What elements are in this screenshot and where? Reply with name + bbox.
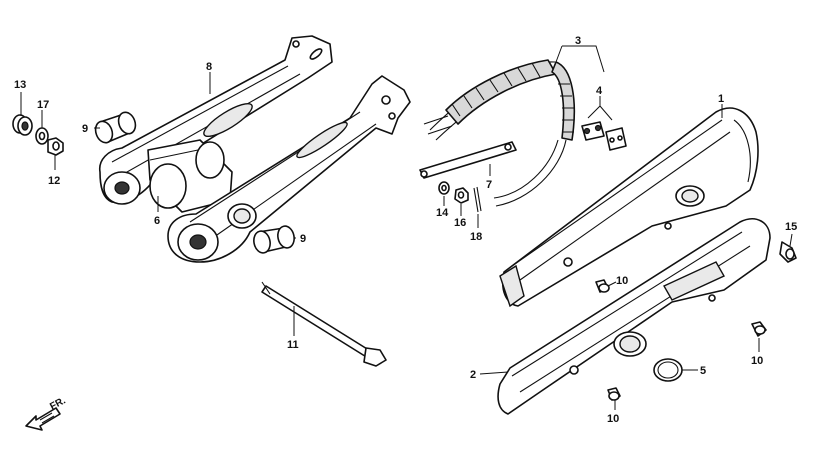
bolt-10-upper [595,279,610,293]
front-direction-indicator: FR. [25,395,68,431]
callout-10-lower: 10 [607,413,619,425]
callout-6: 6 [154,215,160,227]
callout-4: 4 [596,85,603,97]
bushing-lower [253,225,295,254]
master-link [581,121,627,151]
arrow-down-left-icon [25,407,61,431]
front-label: FR. [48,395,68,412]
leader-lines [20,45,793,410]
callout-18: 18 [470,231,482,243]
swingarm [98,35,411,263]
washer-17 [35,127,49,145]
chain-case-lower [497,218,771,415]
chain-case-upper [499,107,759,308]
bolt-10-lower [607,387,621,401]
callout-15: 15 [785,221,797,233]
cap-13 [12,114,33,136]
cotter-pin-18 [473,186,482,213]
pivot-bolt-11 [261,281,387,367]
callout-5: 5 [700,365,706,377]
callout-8: 8 [206,61,212,73]
callout-14: 14 [436,207,449,219]
callout-10-upper: 10 [616,275,628,287]
drive-chain [423,59,576,207]
callout-3: 3 [575,35,581,47]
bushing-upper [94,111,137,144]
bolt-10-right [751,321,767,337]
cap-5 [653,358,683,382]
callout-16: 16 [454,217,466,229]
callout-9-upper: 9 [82,123,88,135]
nut-16 [454,187,469,204]
nut-12 [47,137,64,156]
chain-slider-plate-7 [419,141,517,179]
callout-1: 1 [718,93,724,105]
callout-2: 2 [470,369,476,381]
bolt-15 [779,241,797,263]
callout-labels: 13 17 12 9 8 6 9 11 3 4 7 14 16 18 1 2 5… [14,35,797,425]
callout-10-right: 10 [751,355,763,367]
washer-14 [438,181,450,195]
callout-12: 12 [48,175,60,187]
callout-11: 11 [287,339,299,351]
callout-17: 17 [37,99,49,111]
callout-9-lower: 9 [300,233,306,245]
callout-13: 13 [14,79,26,91]
callout-7: 7 [486,179,492,191]
